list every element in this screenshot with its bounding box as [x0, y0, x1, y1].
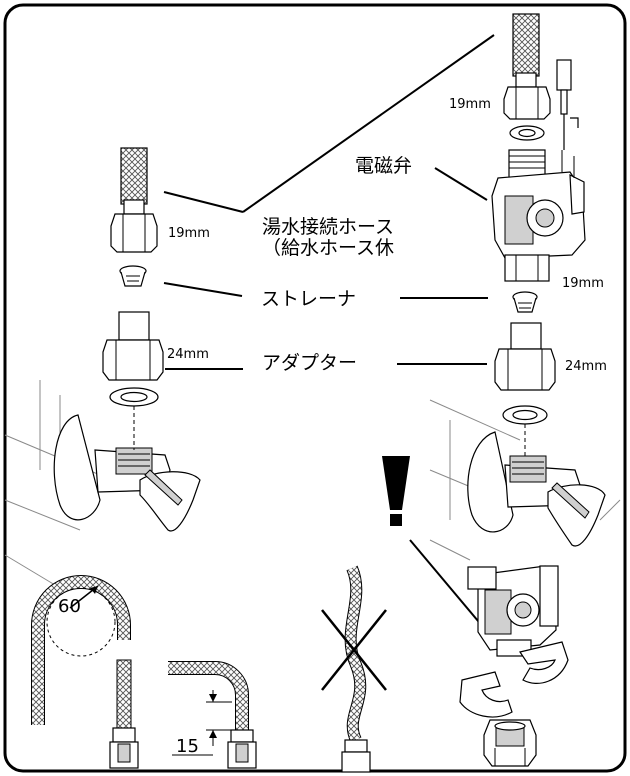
solenoid-valve	[491, 149, 586, 282]
diagram-frame	[3, 3, 627, 773]
left-adapter-stem	[118, 311, 150, 341]
left-wall-flange	[53, 414, 101, 521]
hose-label-line1: 湯水接続ホース	[262, 216, 394, 238]
retaining-clip-upper	[519, 641, 569, 684]
right-valve-handle	[547, 484, 606, 547]
left-hose-collar	[123, 199, 145, 215]
outlet-fitting	[483, 719, 537, 767]
strainer-label: ストレーナ	[261, 288, 356, 310]
hose-straight-length-diagram	[168, 661, 257, 769]
left-nut-size: 19mm	[168, 226, 210, 241]
bend-radius-value: 60	[58, 596, 81, 617]
right-wall-tiles	[429, 399, 621, 561]
left-valve-thread	[115, 447, 153, 475]
adapter-label: アダプター	[262, 352, 357, 374]
solenoid-valve-label: 電磁弁	[355, 155, 412, 177]
right-top-nut-size: 19mm	[449, 97, 491, 112]
exploded-solenoid-valve	[467, 565, 559, 657]
right-valve-outlet-size: 19mm	[562, 276, 604, 291]
left-valve-handle	[139, 471, 201, 532]
warning-icon	[382, 456, 410, 526]
right-hose-braid	[512, 13, 540, 77]
hose-label-line2: （給水ホース休	[262, 237, 394, 259]
right-hose-nut	[503, 86, 551, 120]
left-wall-tiles	[4, 380, 101, 586]
left-adapter-nut	[102, 339, 164, 381]
right-adapter-size: 24mm	[565, 359, 607, 374]
right-adapter-stem	[510, 322, 542, 350]
left-hose-nut	[110, 213, 158, 253]
right-valve-thread	[509, 455, 547, 483]
hose-bend-radius-diagram	[31, 575, 139, 769]
left-hose-braid	[120, 147, 148, 205]
left-adapter-size: 24mm	[167, 347, 209, 362]
callout-lines	[163, 34, 495, 370]
straight-length-value: 15	[176, 736, 199, 757]
right-assembly	[429, 13, 621, 561]
no-twist-icon	[321, 565, 387, 773]
right-wire-connector	[556, 59, 572, 91]
right-wall-flange	[467, 431, 514, 533]
right-adapter-nut	[494, 348, 556, 391]
left-assembly	[4, 147, 201, 586]
retaining-clip-lower	[459, 671, 513, 718]
